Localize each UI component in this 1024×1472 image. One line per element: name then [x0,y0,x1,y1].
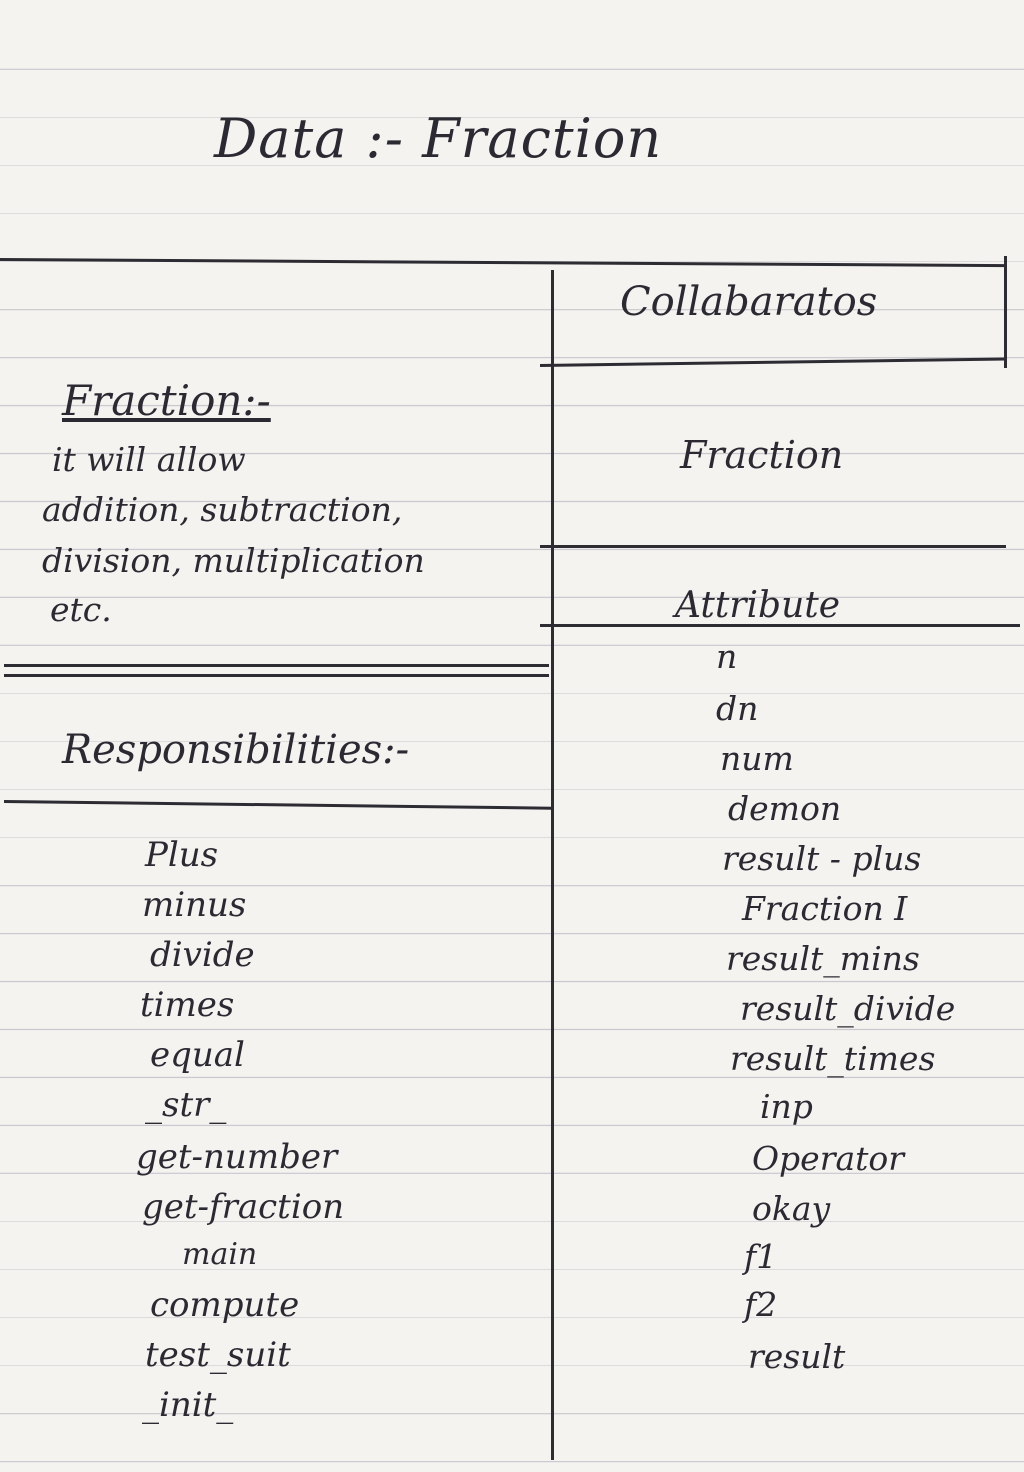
responsibility-item: equal [150,1035,245,1075]
responsibility-item: _init_ [142,1385,234,1425]
responsibility-item: _str_ [145,1085,227,1125]
responsibility-item: get-fraction [142,1187,345,1227]
class-heading: Fraction:- [62,376,271,425]
collaborators-header-divider [539,357,1006,367]
responsibility-item: test_suit [145,1335,291,1375]
attribute-item: Operator [752,1139,905,1178]
attribute-item: result_times [730,1039,936,1078]
attribute-item: okay [752,1189,831,1228]
table-right-border [1004,256,1007,368]
attribute-item: inp [760,1087,813,1126]
responsibility-item: minus [142,885,247,925]
attribute-item: result - plus [722,839,922,878]
description-line: addition, subtraction, [42,490,403,529]
attribute-item: dn [716,689,759,728]
responsibility-item: get-number [136,1137,338,1177]
attribute-item: Fraction I [742,889,908,928]
attribute-item: demon [728,789,842,828]
attribute-item: result [748,1337,846,1376]
responsibility-item: main [182,1237,258,1272]
description-line: etc. [50,590,112,629]
column-divider [551,270,554,1460]
responsibility-item: Plus [145,835,219,875]
attribute-header-divider [540,624,1020,627]
page-title: Data :- Fraction [214,107,663,170]
attribute-item: f2 [744,1285,778,1324]
responsibility-item: times [140,985,235,1025]
left-section-divider [4,664,549,667]
responsibility-item: divide [150,935,255,975]
attribute-item: n [716,637,738,676]
attribute-heading: Attribute [675,585,841,626]
responsibilities-header-divider [3,800,552,810]
attribute-item: result_mins [726,939,920,978]
collaborators-section-divider [540,545,1006,548]
responsibilities-heading: Responsibilities:- [62,727,410,773]
collaborators-heading: Collabaratos [620,279,878,325]
collaborator-item: Fraction [680,433,844,477]
left-section-divider-double [4,674,549,677]
table-top-border [0,258,1006,268]
description-line: division, multiplication [42,541,425,580]
attribute-item: result_divide [740,989,956,1028]
responsibility-item: compute [150,1285,300,1325]
description-line: it will allow [52,440,246,479]
attribute-item: num [720,739,794,778]
attribute-item: f1 [744,1237,778,1276]
